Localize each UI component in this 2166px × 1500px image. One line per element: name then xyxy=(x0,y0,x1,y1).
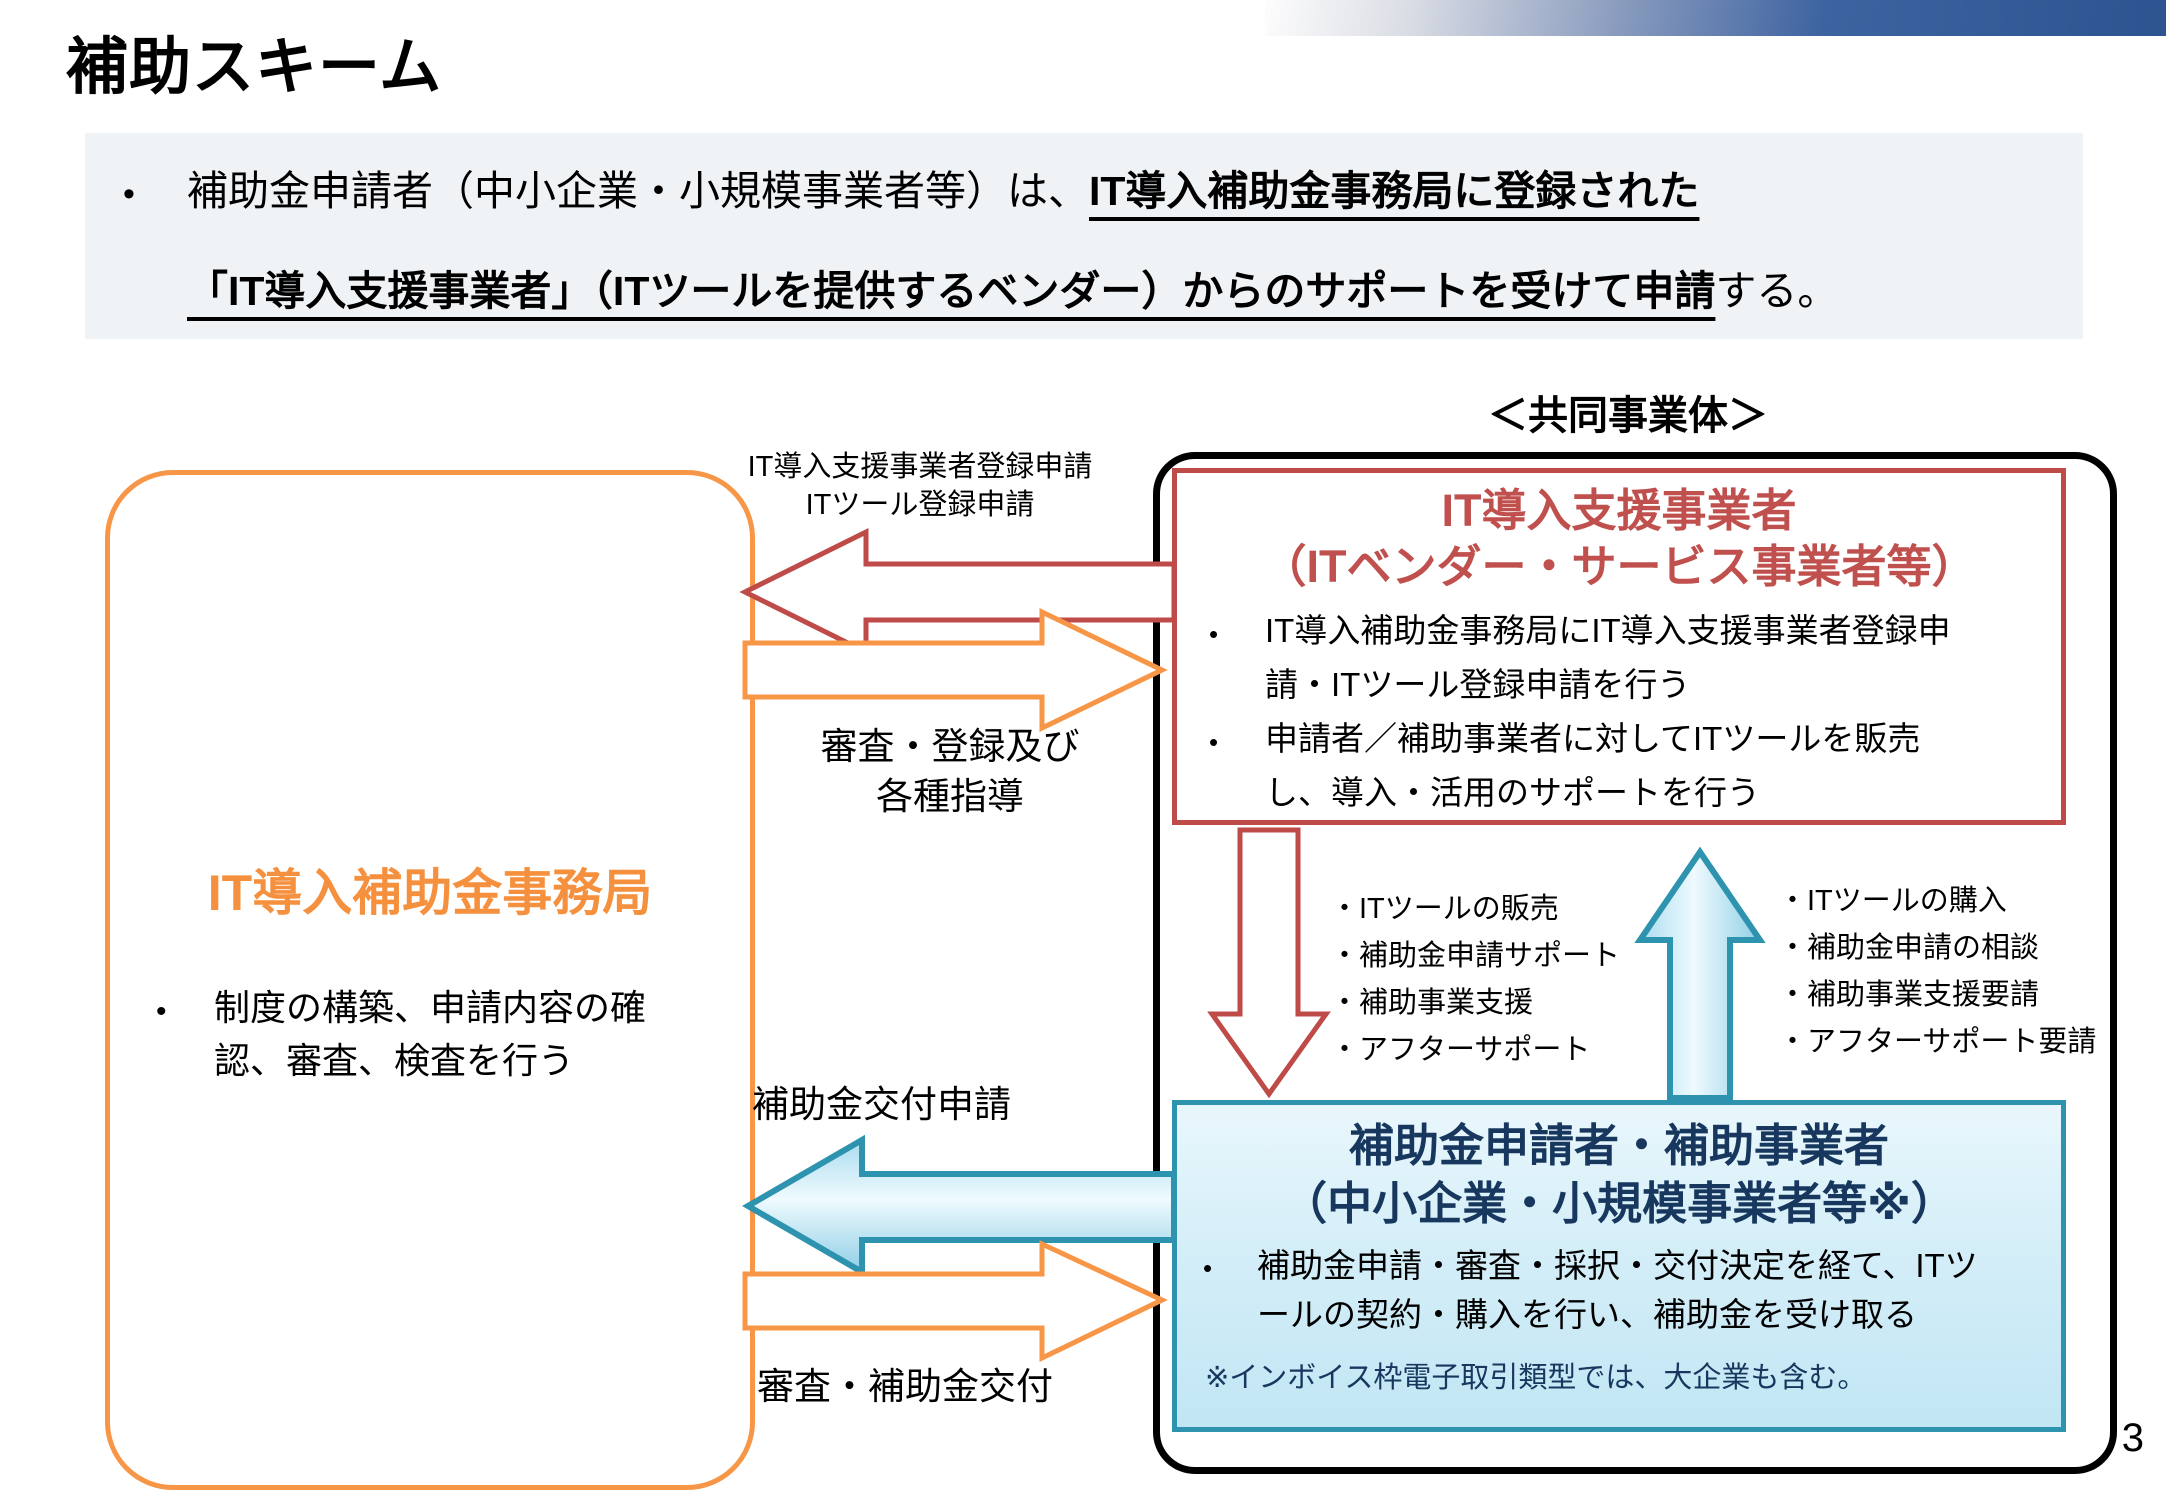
vendor-box-title-line2: （ITベンダー・サービス事業者等） xyxy=(1261,541,1977,592)
list-item: ・補助事業支援要請 xyxy=(1778,979,2040,1011)
intro-line-1: • 補助金申請者（中小企業・小規模事業者等）は、IT導入補助金事務局に登録された xyxy=(123,143,2083,243)
list-item: ・アフターサポート xyxy=(1330,1034,1591,1066)
office-box-title: IT導入補助金事務局 xyxy=(207,865,653,921)
office-box-bullet: • 制度の構築、申請内容の確認、審査、検査を行う xyxy=(156,981,720,1087)
bullet-icon: • xyxy=(156,995,167,1028)
vendor-box: IT導入支援事業者 （ITベンダー・サービス事業者等） • IT導入補助金事務局… xyxy=(1172,468,2066,825)
intro-line2-text: する。 xyxy=(1715,267,1839,314)
intro-line-2: 「IT導入支援事業者」（ITツールを提供するベンダー）からのサポートを受けて申請… xyxy=(123,243,2083,340)
bullet-icon: • xyxy=(123,174,135,213)
intro-line1-emphasis: IT導入補助金事務局に登録された xyxy=(1089,168,1700,214)
applicant-box-note: ※インボイス枠電子取引類型では、大企業も含む。 xyxy=(1205,1362,1867,1394)
intro-band: •補助金申請者（中小企業・小規模事業者等）は、IT導入補助金事務局に登録された … xyxy=(85,133,2083,339)
vendor-box-bullet: • IT導入補助金事務局にIT導入支援事業者登録申請・ITツール登録申請を行う xyxy=(1201,604,2061,712)
list-item: ・補助事業支援 xyxy=(1330,987,1534,1019)
consortium-label: ＜共同事業体＞ xyxy=(1488,394,1768,438)
applicant-to-vendor-list: ・ITツールの購入 ・補助金申請の相談 ・補助事業支援要請 ・アフターサポート要… xyxy=(1778,878,2096,1066)
office-box-text: 制度の構築、申請内容の確認、審査、検査を行う xyxy=(214,987,647,1081)
intro-line2-emphasis: 「IT導入支援事業者」（ITツールを提供するベンダー）からのサポートを受けて申請 xyxy=(187,267,1716,314)
arrow-grant-application-left xyxy=(742,1134,1177,1278)
vendor-box-bullet: • 申請者／補助事業者に対してITツールを販売し、導入・活用のサポートを行う xyxy=(1201,712,2061,820)
applicant-box-title-line2: （中小企業・小規模事業者等※） xyxy=(1282,1178,1956,1229)
applicant-box-bullet: • 補助金申請・審査・採択・交付決定を経て、ITツールの契約・購入を行い、補助金… xyxy=(1195,1241,2061,1339)
label-grant-application: 補助金交付申請 xyxy=(752,1084,1011,1125)
arrow-registration-left xyxy=(739,527,1177,657)
list-item: ・補助金申請サポート xyxy=(1330,940,1621,972)
vendor-to-applicant-list: ・ITツールの販売 ・補助金申請サポート ・補助事業支援 ・アフターサポート xyxy=(1330,886,1620,1074)
list-item: ・補助金申請の相談 xyxy=(1778,932,2040,964)
list-item: ・アフターサポート要請 xyxy=(1778,1026,2097,1058)
bullet-icon: • xyxy=(1209,727,1219,757)
vendor-box-title-line1: IT導入支援事業者 xyxy=(1441,485,1797,536)
applicant-box: 補助金申請者・補助事業者 （中小企業・小規模事業者等※） • 補助金申請・審査・… xyxy=(1172,1100,2066,1432)
list-item: ・ITツールの販売 xyxy=(1330,893,1559,925)
list-item: ・ITツールの購入 xyxy=(1778,885,2007,917)
office-box: IT導入補助金事務局 • 制度の構築、申請内容の確認、審査、検査を行う xyxy=(105,470,755,1490)
label-grant-review: 審査・補助金交付 xyxy=(757,1366,1053,1407)
arrow-review-right xyxy=(742,608,1168,732)
intro-line1-text: 補助金申請者（中小企業・小規模事業者等）は、 xyxy=(187,168,1089,214)
page-title: 補助スキーム xyxy=(66,33,443,102)
arrow-grant-payment-right xyxy=(742,1240,1168,1362)
header-gradient-bar xyxy=(1265,0,2166,36)
label-registration: IT導入支援事業者登録申請 ITツール登録申請 xyxy=(747,451,1093,521)
bullet-icon: • xyxy=(1203,1253,1213,1283)
page-number: 3 xyxy=(2121,1416,2144,1460)
bullet-icon: • xyxy=(1209,619,1219,649)
applicant-box-title-line1: 補助金申請者・補助事業者 xyxy=(1348,1120,1889,1171)
label-review-registration: 審査・登録及び 各種指導 xyxy=(820,726,1080,817)
